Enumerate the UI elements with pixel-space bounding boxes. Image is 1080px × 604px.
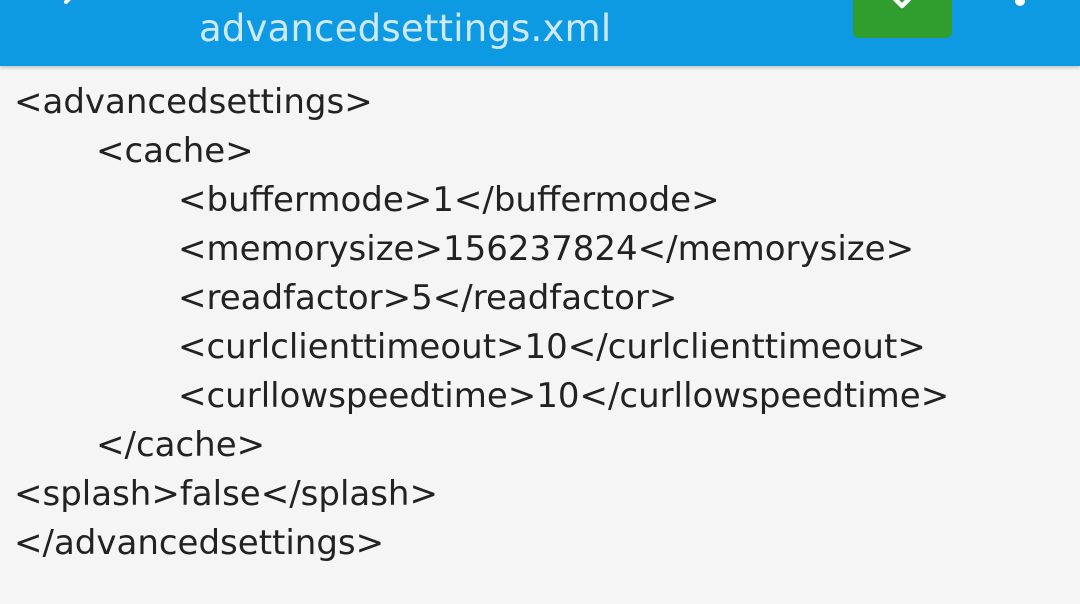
code-line: <cache> <box>96 131 254 171</box>
save-button[interactable] <box>853 0 952 38</box>
check-icon <box>892 0 912 9</box>
code-line: <curllowspeedtime>10</curllowspeedtime> <box>178 376 950 416</box>
more-vert-icon <box>1015 0 1025 6</box>
file-title: advancedsettings.xml <box>199 7 612 50</box>
code-line: <advancedsettings> <box>14 82 373 122</box>
code-line: <curlclienttimeout>10</curlclienttimeout… <box>178 327 926 367</box>
code-line: </advancedsettings> <box>14 523 385 563</box>
code-line: <readfactor>5</readfactor> <box>178 278 678 318</box>
code-line: <buffermode>1</buffermode> <box>178 180 720 220</box>
code-line: <memorysize>156237824</memorysize> <box>178 229 915 269</box>
xml-editor[interactable]: <advancedsettings> <cache> <buffermode>1… <box>0 66 1080 604</box>
app-bar: advancedsettings.xml <box>0 0 1080 66</box>
code-line: </cache> <box>96 425 266 465</box>
arrow-back-icon <box>64 0 71 4</box>
back-button[interactable] <box>50 0 94 22</box>
code-line: <splash>false</splash> <box>14 474 438 514</box>
overflow-menu-button[interactable] <box>1005 0 1035 16</box>
